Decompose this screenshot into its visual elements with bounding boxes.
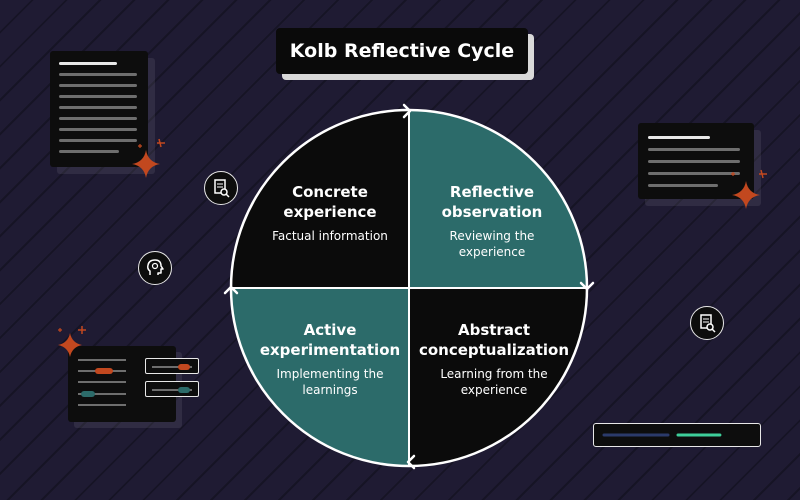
mini-slider-graphic bbox=[152, 387, 192, 393]
document-search-glyph bbox=[700, 314, 716, 333]
doc-line bbox=[59, 117, 137, 120]
mini-slider-card bbox=[145, 358, 199, 374]
arrow-right-icon bbox=[402, 103, 412, 119]
arrow-left-icon bbox=[406, 454, 416, 470]
quadrant-abstract-conceptualization: Abstract conceptualization Learning from… bbox=[409, 288, 587, 466]
doc-line bbox=[648, 136, 710, 139]
doc-line bbox=[59, 128, 137, 131]
cycle-diagram: Concrete experience Factual information … bbox=[231, 110, 587, 466]
quadrant-subtext: Learning from the experience bbox=[440, 367, 548, 397]
sparkle-icon bbox=[759, 169, 767, 179]
document-card-left bbox=[50, 51, 148, 167]
sparkle-icon bbox=[157, 138, 165, 148]
mini-slider-card bbox=[145, 381, 199, 397]
slider-knob bbox=[95, 368, 113, 374]
slider-knob bbox=[178, 387, 190, 393]
sparkle-icon bbox=[132, 150, 160, 178]
title-card: Kolb Reflective Cycle bbox=[276, 28, 534, 82]
doc-line bbox=[648, 172, 740, 175]
sparkle-icon bbox=[731, 172, 735, 176]
progress-card bbox=[593, 423, 761, 447]
sparkle-icon bbox=[78, 326, 86, 334]
sparkle-icon bbox=[58, 328, 62, 332]
doc-line bbox=[59, 139, 137, 142]
quadrant-heading: Abstract conceptualization bbox=[418, 321, 570, 359]
quadrant-subtext: Implementing the learnings bbox=[276, 367, 384, 397]
progress-graphic bbox=[602, 433, 722, 437]
page-title: Kolb Reflective Cycle bbox=[276, 28, 528, 74]
quadrant-subtext: Reviewing the experience bbox=[449, 229, 535, 259]
arrow-up-icon bbox=[223, 285, 239, 295]
sparkle-icon bbox=[138, 144, 142, 148]
quadrant-concrete-experience: Concrete experience Factual information bbox=[231, 110, 409, 288]
quadrant-heading: Concrete experience bbox=[283, 183, 377, 221]
sliders-graphic bbox=[78, 359, 126, 406]
document-search-glyph bbox=[214, 179, 230, 198]
doc-line bbox=[59, 84, 137, 87]
document-search-icon bbox=[204, 171, 238, 205]
doc-line bbox=[59, 62, 117, 65]
sparkle-icon bbox=[58, 333, 82, 357]
doc-line bbox=[59, 106, 137, 109]
sparkle-icon bbox=[732, 181, 760, 209]
mini-slider-graphic bbox=[152, 364, 192, 370]
quadrant-heading: Reflective observation bbox=[441, 183, 543, 221]
slider-knob bbox=[81, 391, 95, 397]
doc-line bbox=[59, 73, 137, 76]
doc-line bbox=[59, 150, 119, 153]
quadrant-active-experimentation: Active experimentation Implementing the … bbox=[231, 288, 409, 466]
doc-line bbox=[648, 148, 740, 151]
doc-line bbox=[648, 160, 740, 163]
slider-knob bbox=[178, 364, 190, 370]
quadrant-heading: Active experimentation bbox=[259, 321, 401, 359]
document-search-icon bbox=[690, 306, 724, 340]
cycle-divider-horizontal bbox=[231, 287, 587, 289]
quadrant-reflective-observation: Reflective observation Reviewing the exp… bbox=[409, 110, 587, 288]
head-gear-icon bbox=[138, 251, 172, 285]
quadrant-subtext: Factual information bbox=[272, 229, 388, 243]
doc-line bbox=[59, 95, 137, 98]
arrow-down-icon bbox=[579, 281, 595, 291]
head-gear-glyph bbox=[147, 259, 164, 275]
document-card-right bbox=[638, 123, 754, 199]
doc-line bbox=[648, 184, 718, 187]
